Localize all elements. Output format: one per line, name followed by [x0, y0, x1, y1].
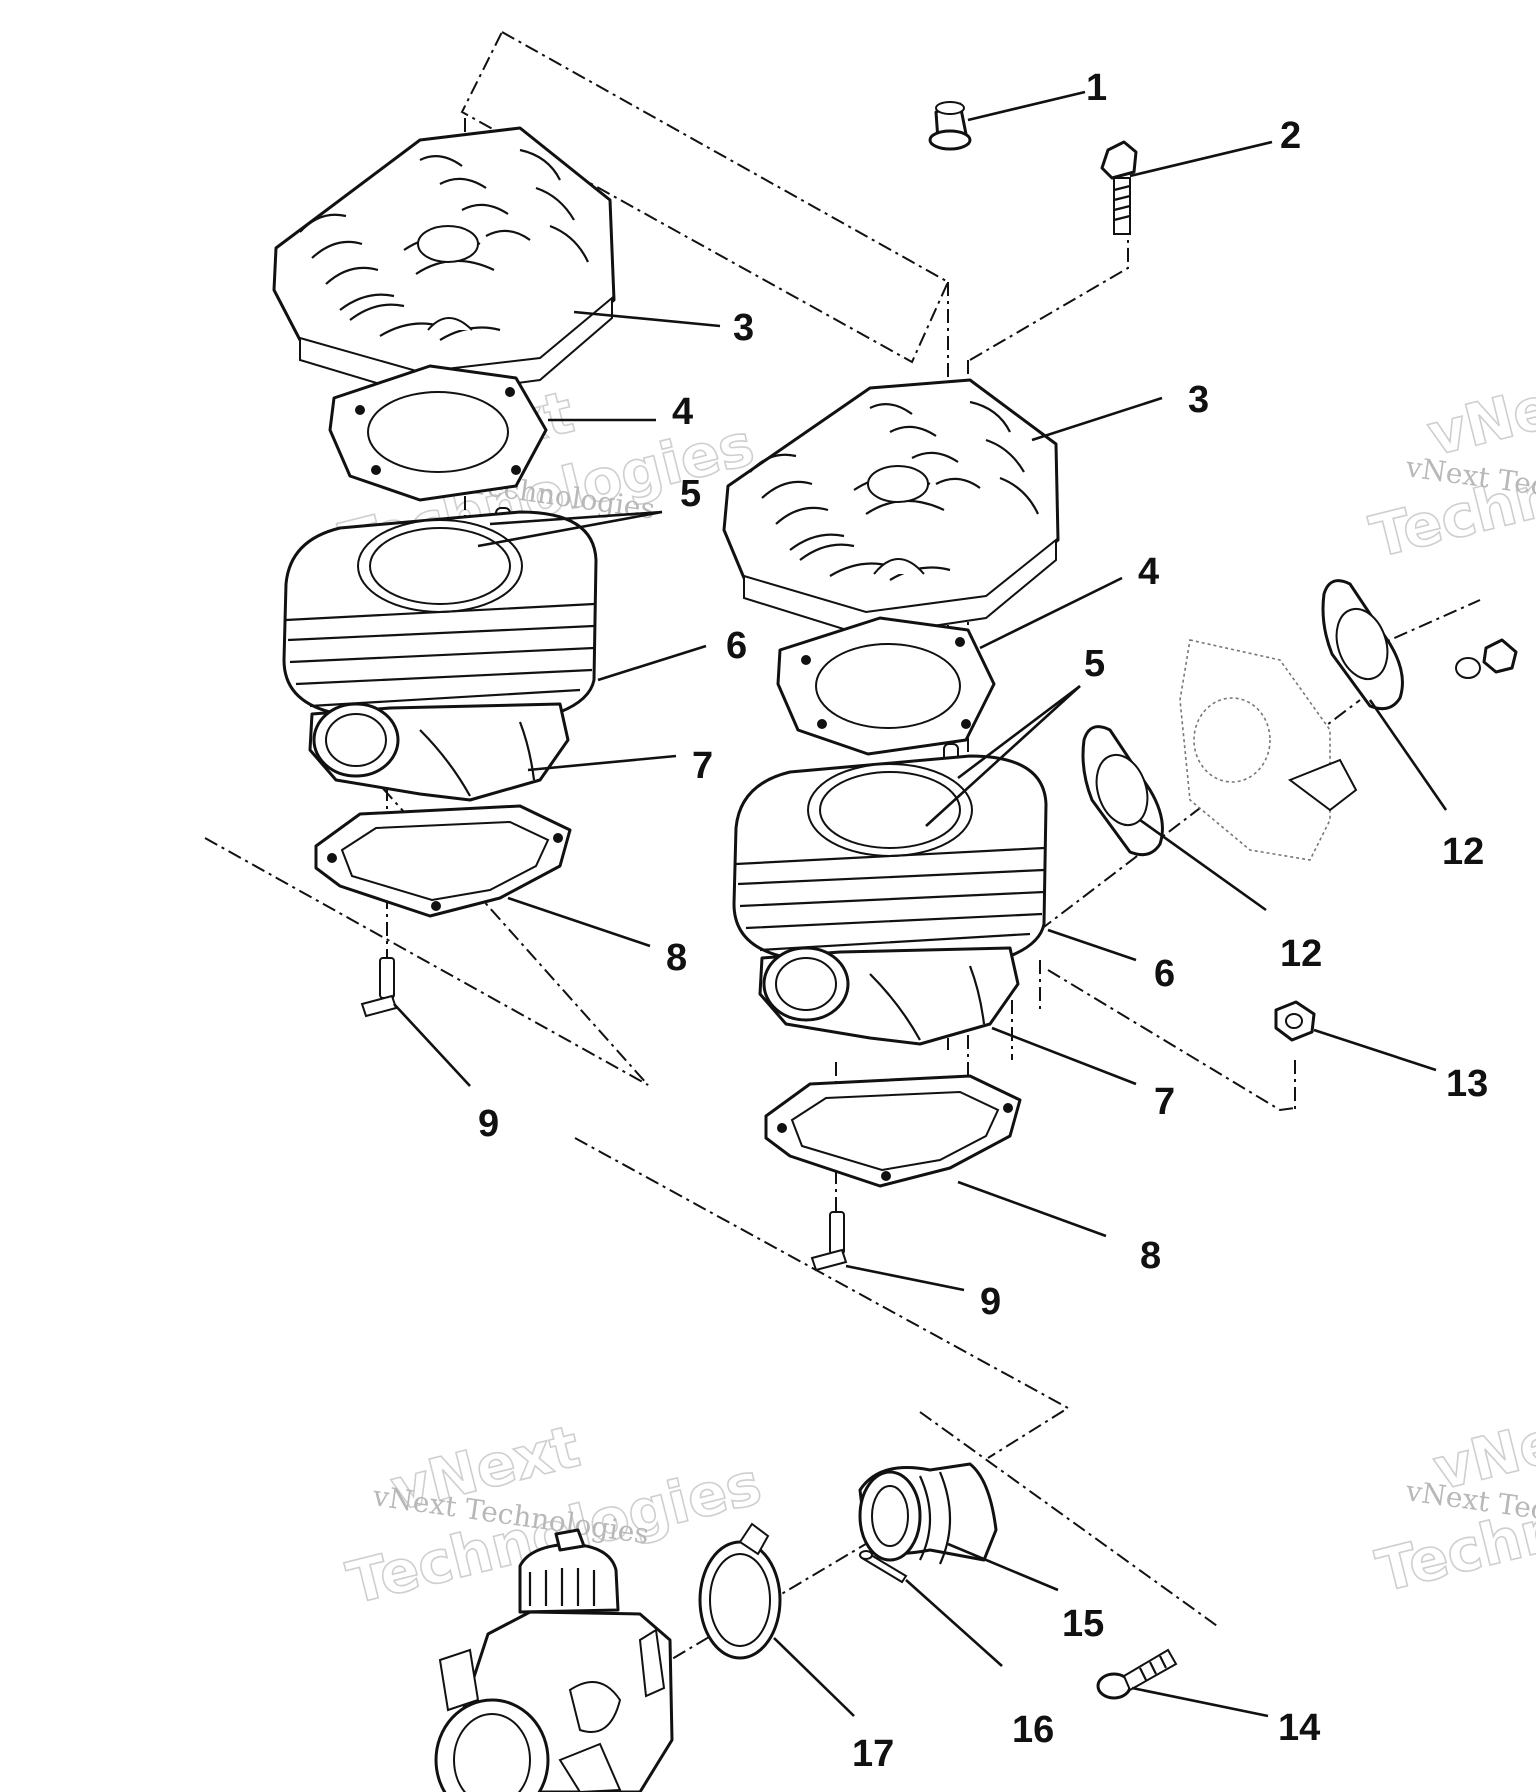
callout-16: 16: [1012, 1709, 1054, 1751]
callout-12-center: 12: [1280, 933, 1322, 975]
hose-clamp: [698, 1522, 782, 1660]
callout-6-right: 6: [1154, 953, 1175, 995]
callout-15: 15: [1062, 1603, 1104, 1645]
callout-labels: 1 2 3 3 4 4 5 5 6 6 7 7 8 8 9 9 12 12 13…: [478, 67, 1488, 1775]
callout-14: 14: [1278, 1707, 1320, 1749]
head-gasket-left: [328, 364, 548, 502]
cylinder-right: [732, 754, 1048, 1046]
exhaust-manifold-plate: [1179, 639, 1358, 861]
cylinder-head-right: [722, 378, 1060, 638]
callout-5-left: 5: [680, 473, 701, 515]
fitting-right: [810, 1211, 848, 1272]
callout-8-right: 8: [1140, 1235, 1161, 1277]
callout-4-left: 4: [672, 391, 693, 433]
intake-boot: [858, 1462, 998, 1565]
retaining-pin: [859, 1550, 908, 1584]
cylinder-left: [282, 510, 598, 802]
callout-17: 17: [852, 1733, 894, 1775]
carburetor: [434, 1528, 674, 1792]
callout-3-left: 3: [733, 307, 754, 349]
flange-nut: [1274, 1000, 1316, 1042]
exhaust-gasket-right: [1321, 579, 1404, 711]
callout-7-left: 7: [692, 745, 713, 787]
callout-8-left: 8: [666, 937, 687, 979]
callout-7-right: 7: [1154, 1081, 1175, 1123]
head-gasket-right: [776, 616, 996, 756]
base-gasket-left: [314, 804, 572, 918]
socket-bolt: [1096, 1648, 1178, 1700]
callout-6-left: 6: [726, 625, 747, 667]
callout-3-right: 3: [1188, 379, 1209, 421]
fitting-left: [360, 957, 398, 1018]
cylinder-head-left: [272, 126, 616, 398]
base-gasket-right: [764, 1074, 1022, 1188]
washer-nut-right-edge: [1455, 638, 1518, 679]
flange-bolt-top: [1100, 140, 1138, 235]
callout-1: 1: [1086, 67, 1107, 109]
callout-4-right: 4: [1138, 551, 1159, 593]
callout-9-left: 9: [478, 1103, 499, 1145]
callout-13: 13: [1446, 1063, 1488, 1105]
callout-9-right: 9: [980, 1281, 1001, 1323]
watermark-upper-right: vNext Technologies: [1363, 356, 1536, 572]
callout-5-right: 5: [1084, 643, 1105, 685]
cap-nut-top: [928, 101, 972, 151]
exhaust-gasket-center: [1081, 725, 1164, 857]
svg-text:vNext: vNext: [1421, 357, 1536, 469]
callout-12-right: 12: [1442, 831, 1484, 873]
callout-2: 2: [1280, 115, 1301, 157]
callout-leaders: [393, 90, 1448, 1718]
